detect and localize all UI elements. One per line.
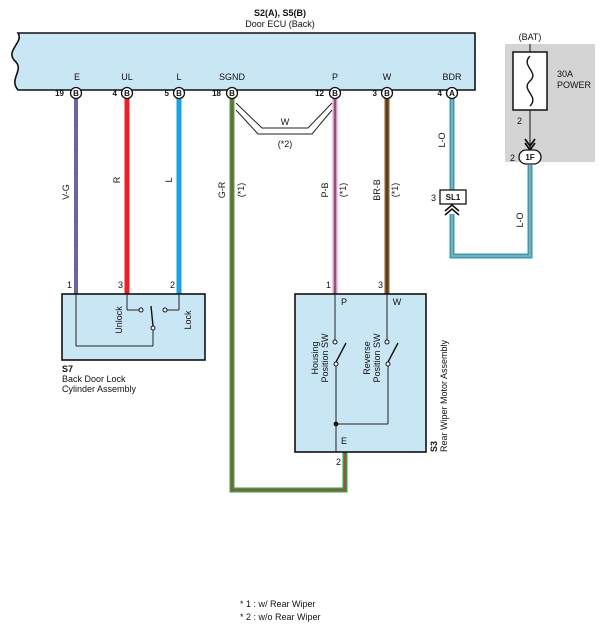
ecu-pin-conn: B bbox=[176, 89, 182, 98]
sw2-line2: Position SW bbox=[372, 333, 382, 383]
ecu-pin-number: 19 bbox=[55, 89, 64, 98]
wire-bridge bbox=[235, 102, 333, 135]
motor-assembly-box bbox=[294, 293, 427, 453]
wire-bdr-label: L-O bbox=[437, 132, 447, 147]
motor-terminal-p: P bbox=[341, 297, 347, 307]
fuse-icon bbox=[526, 55, 534, 107]
motor-terminal-e: E bbox=[341, 436, 347, 446]
lock-name-line2: Cylinder Assembly bbox=[62, 384, 137, 394]
lock-id: S7 bbox=[62, 364, 73, 374]
ecu-terminal-p: P bbox=[332, 72, 338, 82]
lock-internal-wiring bbox=[75, 294, 180, 347]
ecu-pin-number: 3 bbox=[373, 89, 378, 98]
ecu-pin-conn: B bbox=[229, 89, 235, 98]
wire-p-note: (*1) bbox=[338, 183, 348, 198]
lock-assembly-box bbox=[61, 293, 206, 361]
wire-w-label: BR-B bbox=[372, 179, 382, 201]
motor-internal-wiring bbox=[332, 294, 399, 452]
ecu-pin-conn: A bbox=[449, 89, 455, 98]
ecu-pin-bdr: 4 A bbox=[438, 86, 459, 100]
ecu-pin-conn: B bbox=[124, 89, 130, 98]
splice-name: SL1 bbox=[446, 193, 461, 202]
ecu-pin-conn: B bbox=[384, 89, 390, 98]
fuse-pin: 2 bbox=[517, 116, 522, 126]
ecu-terminal-ul: UL bbox=[121, 72, 133, 82]
wire-e-label: V-G bbox=[61, 184, 71, 200]
lock-pin-3: 3 bbox=[118, 280, 123, 290]
ecu-pin-ul: 4 B bbox=[113, 86, 134, 100]
ecu-pin-w: 3 B bbox=[373, 86, 394, 100]
footnote-1: * 1 : w/ Rear Wiper bbox=[240, 599, 316, 609]
ecu-pin-number: 5 bbox=[165, 89, 170, 98]
ecu-pin-conn: B bbox=[332, 89, 338, 98]
sw1-line1: Housing bbox=[310, 341, 320, 374]
battery-connector bbox=[518, 149, 542, 165]
wire-sgnd bbox=[229, 97, 348, 493]
ecu-pin-p: 12 B bbox=[315, 86, 342, 100]
sw1-line2: Position SW bbox=[320, 333, 330, 383]
motor-id: S3 bbox=[429, 441, 439, 452]
wire-l-label: L bbox=[164, 177, 174, 182]
ecu-terminal-w: W bbox=[383, 72, 392, 82]
motor-name: Rear Wiper Motor Assembly bbox=[439, 339, 449, 452]
footnote-2: * 2 : w/o Rear Wiper bbox=[240, 612, 321, 622]
ecu-pin-number: 4 bbox=[113, 89, 118, 98]
wire-sgnd-label: G-R bbox=[217, 181, 227, 198]
ecu-pin-e: 19 B bbox=[55, 86, 83, 100]
lock-pin-2: 2 bbox=[170, 280, 175, 290]
wire-bridge-label: W bbox=[281, 117, 290, 127]
ecu-pin-number: 12 bbox=[315, 89, 324, 98]
door-ecu-box bbox=[11, 32, 476, 91]
wire-ul-label: R bbox=[112, 176, 122, 183]
lock-label: Lock bbox=[183, 310, 193, 330]
ecu-terminal-sgnd: SGND bbox=[219, 72, 246, 82]
lock-name-line1: Back Door Lock bbox=[62, 374, 126, 384]
unlock-label: Unlock bbox=[114, 306, 124, 334]
fuse-name: POWER bbox=[557, 80, 592, 90]
motor-pin-w: 3 bbox=[378, 280, 383, 290]
ecu-pin-number: 4 bbox=[438, 89, 443, 98]
ecu-pin-number: 18 bbox=[212, 89, 221, 98]
fuse-rating: 30A bbox=[557, 69, 573, 79]
battery-conn-pin: 2 bbox=[510, 153, 515, 163]
battery-conn-label: 1F bbox=[525, 153, 534, 162]
motor-pin-p: 1 bbox=[326, 280, 331, 290]
wire-sgnd-note: (*1) bbox=[236, 183, 246, 198]
ecu-terminal-bdr: BDR bbox=[442, 72, 462, 82]
arrow-down-icon bbox=[524, 138, 536, 148]
sw2-line1: Reverse bbox=[362, 341, 372, 375]
splice-pin: 3 bbox=[431, 193, 436, 203]
chevron-up-icon bbox=[444, 203, 460, 212]
ecu-subtitle: Door ECU (Back) bbox=[245, 19, 315, 29]
wire-p-label: P-B bbox=[320, 182, 330, 197]
splice-box bbox=[439, 189, 467, 205]
ecu-terminal-e: E bbox=[74, 72, 80, 82]
ecu-terminal-l: L bbox=[176, 72, 181, 82]
wire-bdr bbox=[449, 97, 533, 259]
wire-bat-label: L-O bbox=[515, 212, 525, 227]
ecu-pin-sgnd: 18 B bbox=[212, 86, 239, 100]
battery-label: (BAT) bbox=[519, 32, 542, 42]
motor-terminal-w: W bbox=[393, 297, 402, 307]
wire-bridge-note: (*2) bbox=[278, 139, 293, 149]
ecu-title: S2(A), S5(B) bbox=[254, 8, 306, 18]
wire-w-note: (*1) bbox=[390, 183, 400, 198]
lock-pin-1: 1 bbox=[67, 280, 72, 290]
ecu-pin-l: 5 B bbox=[165, 86, 186, 100]
ecu-pin-conn: B bbox=[73, 89, 79, 98]
motor-pin-e: 2 bbox=[336, 457, 341, 467]
